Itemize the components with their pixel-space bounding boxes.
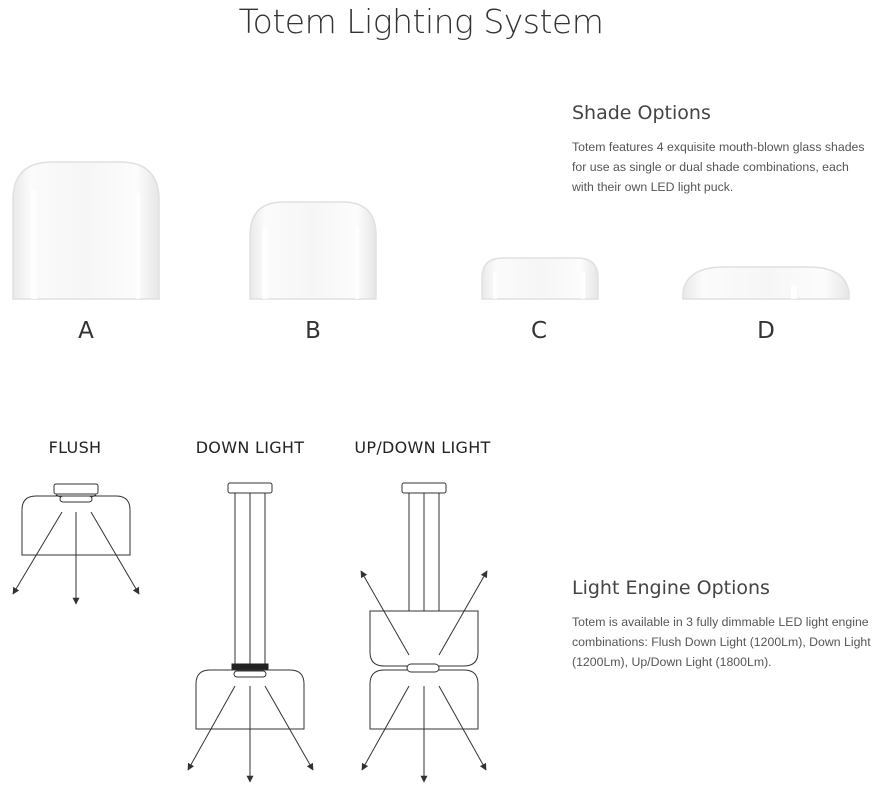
down-light-band [231, 663, 269, 671]
up-down-canopy [401, 482, 447, 494]
flush-shade-outline [21, 495, 131, 556]
down-light-ray-left [187, 685, 236, 771]
engine-down-light-label: DOWN LIGHT [195, 438, 305, 457]
up-down-upper-shade-outline [369, 610, 479, 667]
shade-b-label: B [305, 318, 321, 344]
up-down-down-ray-right [438, 685, 487, 771]
page-title: Totem Lighting System [238, 2, 604, 41]
shade-d-image [682, 265, 852, 300]
shade-d-label: D [757, 318, 775, 344]
flush-led-puck [59, 495, 93, 503]
flush-light-ray-left [12, 511, 63, 595]
down-light-shade-outline [195, 669, 305, 730]
flush-diagram [12, 483, 140, 605]
up-down-led-puck [406, 663, 440, 673]
up-down-lower-shade-outline [369, 669, 479, 730]
up-down-light-diagram [360, 482, 488, 783]
flush-canopy [53, 483, 99, 495]
shade-options-heading: Shade Options [572, 102, 711, 124]
down-light-led-puck [233, 670, 267, 678]
light-engine-heading: Light Engine Options [572, 577, 770, 599]
engine-up-down-light-label: UP/DOWN LIGHT [354, 438, 491, 457]
shade-c-image [481, 256, 601, 300]
light-engine-diagrams [12, 482, 488, 783]
down-light-diagram [187, 482, 314, 783]
shade-a-label: A [78, 318, 94, 344]
shade-b-image [249, 200, 379, 300]
shade-c-label: C [530, 318, 548, 344]
down-light-canopy [227, 482, 273, 494]
flush-light-ray-right [90, 511, 140, 595]
light-engine-description: Totem is available in 3 fully dimmable L… [572, 615, 871, 669]
up-down-up-ray-left [360, 570, 410, 656]
shade-options-description: Totem features 4 exquisite mouth-blown g… [572, 140, 865, 194]
engine-flush-label: FLUSH [48, 438, 102, 457]
down-light-ray-right [264, 685, 314, 771]
up-down-up-ray-right [438, 570, 488, 656]
shade-a-image [12, 160, 162, 300]
up-down-down-ray-left [361, 685, 410, 771]
